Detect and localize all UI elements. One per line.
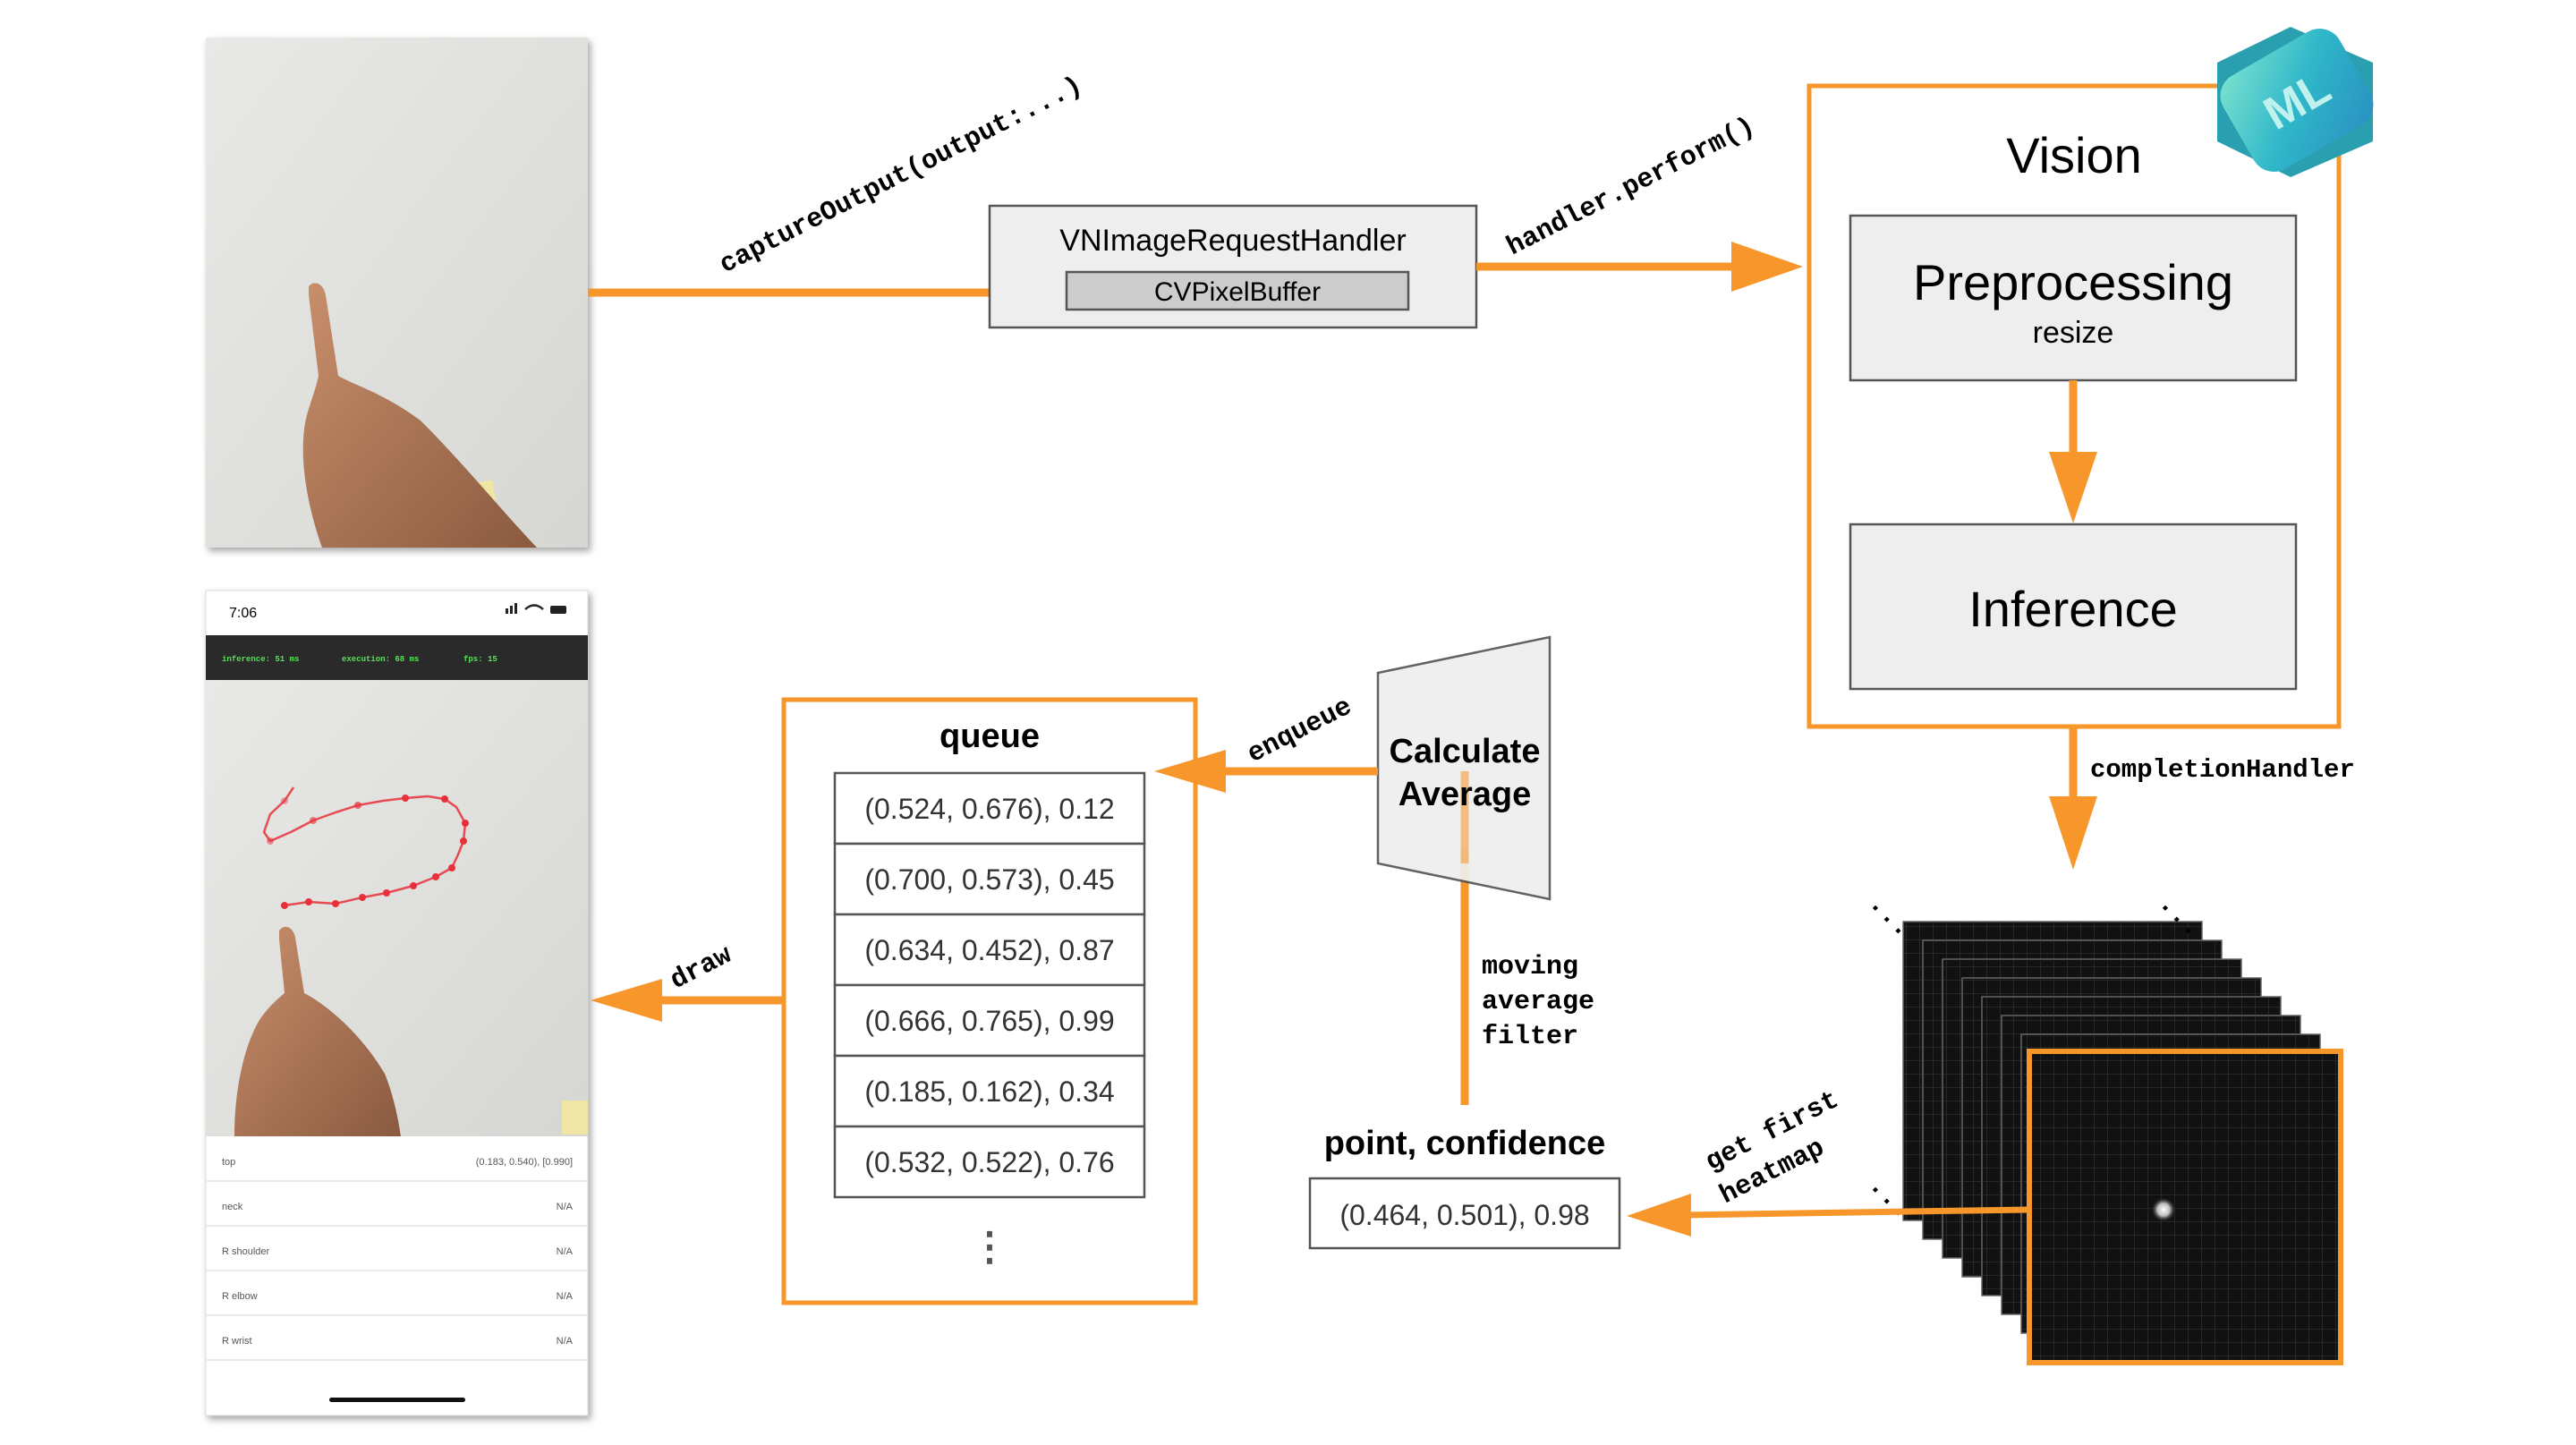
queue-item: (0.666, 0.765), 0.99 bbox=[864, 1005, 1114, 1037]
phone-status-icons bbox=[506, 603, 566, 614]
preprocessing-box bbox=[1849, 214, 2298, 382]
joint-row-label: top bbox=[222, 1157, 235, 1168]
completion-arrow bbox=[2049, 727, 2097, 870]
preprocessing-title: Preprocessing bbox=[1913, 254, 2233, 310]
phone-joint-list bbox=[206, 1180, 588, 1361]
completion-handler-label: completionHandler bbox=[2090, 755, 2355, 785]
filter-label-line3: filter bbox=[1482, 1022, 1578, 1052]
hand-icon bbox=[302, 283, 537, 548]
joint-row-value: N/A bbox=[557, 1202, 574, 1212]
get-first-heatmap-arrow bbox=[1627, 1194, 2030, 1237]
phone-sticky-note bbox=[562, 1101, 588, 1135]
inference-box bbox=[1849, 523, 2298, 691]
joint-row-label: R wrist bbox=[222, 1336, 252, 1347]
wifi-icon bbox=[524, 604, 544, 610]
joint-row-label: neck bbox=[222, 1202, 243, 1212]
first-heatmap bbox=[2027, 1049, 2343, 1365]
joint-row-value: N/A bbox=[557, 1246, 574, 1257]
perform-arrow bbox=[1476, 242, 1803, 292]
pixel-buffer-label: CVPixelBuffer bbox=[1154, 277, 1321, 307]
joint-row-label: R shoulder bbox=[222, 1246, 270, 1257]
draw-arrow bbox=[591, 979, 784, 1022]
queue-item: (0.185, 0.162), 0.34 bbox=[864, 1075, 1114, 1108]
phone-status-execution: execution: 68 ms bbox=[342, 655, 419, 664]
queue-list bbox=[833, 771, 1146, 1199]
joint-row-value: N/A bbox=[557, 1291, 574, 1302]
calculate-average-shape bbox=[1376, 635, 1552, 901]
point-confidence-value: (0.464, 0.501), 0.98 bbox=[1339, 1199, 1589, 1231]
queue-more-ellipsis: ⋮ bbox=[970, 1225, 1009, 1269]
phone-time: 7:06 bbox=[229, 606, 257, 621]
trail-points bbox=[267, 795, 469, 909]
queue-item: (0.634, 0.452), 0.87 bbox=[864, 934, 1114, 966]
phone-status-fps: fps: 15 bbox=[463, 655, 497, 664]
request-handler-title: VNImageRequestHandler bbox=[1059, 224, 1406, 258]
enqueue-arrow bbox=[1154, 750, 1378, 793]
pixel-buffer-box bbox=[1065, 270, 1410, 311]
phone-hand-icon bbox=[234, 926, 401, 1136]
calculate-average-line2: Average bbox=[1399, 776, 1532, 813]
queue-item: (0.524, 0.676), 0.12 bbox=[864, 793, 1114, 825]
preprocess-to-inference-arrow bbox=[2049, 380, 2097, 523]
battery-icon bbox=[550, 606, 566, 614]
filter-label-line2: average bbox=[1482, 987, 1594, 1017]
queue-title: queue bbox=[939, 718, 1040, 755]
point-confidence-box bbox=[1308, 1177, 1621, 1250]
queue-item: (0.532, 0.522), 0.76 bbox=[864, 1146, 1114, 1178]
joint-row-value: N/A bbox=[557, 1336, 574, 1347]
home-indicator bbox=[329, 1398, 465, 1402]
phone-status-inference: inference: 51 ms bbox=[222, 655, 299, 664]
joint-row-value: (0.183, 0.540), [0.990] bbox=[476, 1157, 573, 1168]
preprocessing-subtitle: resize bbox=[2033, 316, 2114, 350]
coreml-badge-icon bbox=[2217, 27, 2374, 177]
queue-item: (0.700, 0.573), 0.45 bbox=[864, 863, 1114, 896]
inference-title: Inference bbox=[1968, 581, 2178, 637]
phone-status-bar bbox=[206, 635, 588, 680]
camera-frame-photo bbox=[206, 38, 588, 548]
point-confidence-title: point, confidence bbox=[1324, 1125, 1606, 1162]
joint-row-label: R elbow bbox=[222, 1291, 258, 1302]
perform-label: handler.perform() bbox=[1502, 112, 1760, 263]
heatmap-peak bbox=[2151, 1197, 2176, 1222]
calculate-average-line1: Calculate bbox=[1390, 733, 1541, 770]
filter-label-line1: moving bbox=[1482, 952, 1578, 982]
draw-label: draw bbox=[666, 940, 737, 997]
vision-title: Vision bbox=[2006, 127, 2142, 183]
enqueue-label: enqueue bbox=[1243, 692, 1357, 770]
